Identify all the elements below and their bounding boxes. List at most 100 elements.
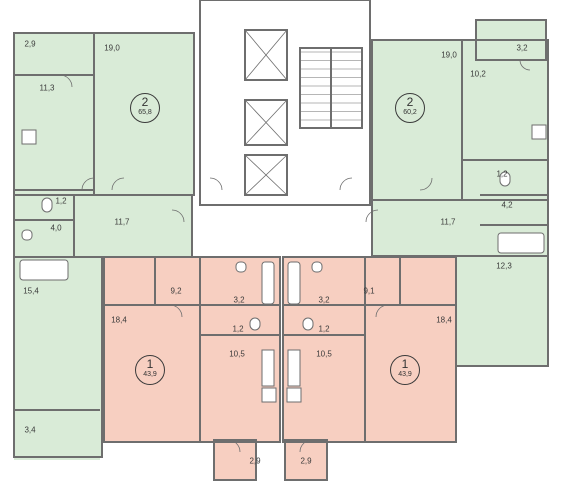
room-area-label: 9,2 (170, 286, 182, 296)
room-area-label: 4,2 (501, 200, 513, 210)
apartment-badge-left-1: 1 43,9 (135, 355, 165, 385)
stove (21, 129, 37, 145)
room-fill (14, 195, 192, 257)
room-count: 1 (401, 357, 409, 371)
apartment-badge-right-1: 1 43,9 (390, 355, 420, 385)
room-fill (14, 33, 194, 195)
room-fill (472, 40, 548, 200)
walls (13, 0, 549, 481)
door-arc (169, 304, 183, 318)
elevator-cross (244, 154, 288, 196)
total-area: 60,2 (403, 109, 417, 116)
bathtub (19, 259, 69, 281)
door-arc (171, 209, 185, 223)
door-arc (81, 177, 95, 191)
wall-outline (213, 439, 257, 481)
apartment-badge-left-2: 2 65,8 (130, 93, 160, 123)
stove (531, 124, 547, 140)
room-fill (14, 410, 100, 460)
door-arc (111, 177, 125, 191)
room-area-label: 15,4 (23, 286, 39, 296)
room-area-label: 3,2 (516, 43, 528, 53)
apartment-left-1-fill (104, 257, 280, 480)
apartment-left-2-fill (14, 33, 194, 460)
door-arc (227, 439, 241, 453)
elevator-shaft (244, 29, 288, 81)
room-area-label: 19,0 (104, 43, 120, 53)
bathtub (287, 261, 301, 305)
room-count: 1 (146, 357, 154, 371)
core-outline (199, 0, 371, 206)
wall-outline (282, 256, 457, 443)
room-area-label: 10,5 (229, 349, 245, 359)
room-area-label: 2,9 (300, 456, 312, 466)
room-area-label: 9,1 (363, 286, 375, 296)
wall-outline (13, 256, 103, 458)
apartment-right-1-fill (283, 257, 456, 480)
total-area: 65,8 (138, 109, 152, 116)
elevator-shaft (244, 99, 288, 146)
stove (286, 387, 302, 403)
toilet (249, 317, 261, 331)
room-count: 2 (406, 95, 414, 109)
room-area-label: 1,2 (496, 169, 508, 179)
room-area-label: 2,9 (249, 456, 261, 466)
elevator-shaft (244, 154, 288, 196)
room-area-label: 3,2 (318, 295, 330, 305)
room-area-label: 10,5 (316, 349, 332, 359)
room-area-label: 11,7 (440, 217, 456, 227)
sink (311, 261, 323, 273)
room-area-label: 1,2 (232, 324, 244, 334)
apartment-right-2-fill (372, 20, 548, 366)
door-arc (419, 177, 433, 191)
bathtub (497, 232, 545, 254)
door-arc (209, 177, 223, 191)
stove (261, 387, 277, 403)
stair-treads (300, 51, 362, 121)
room-area-label: 19,0 (441, 50, 457, 60)
room-area-label: 11,7 (114, 217, 130, 227)
room-count: 2 (141, 95, 149, 109)
room-area-label: 10,2 (470, 69, 486, 79)
apartment-badge-right-2: 2 60,2 (395, 93, 425, 123)
door-arc (519, 59, 531, 71)
doors (59, 59, 531, 453)
room-fill (456, 256, 548, 366)
room-area-label: 1,2 (55, 196, 67, 206)
elevator-cross (244, 29, 288, 81)
room-area-label: 3,4 (24, 425, 36, 435)
room-area-label: 1,2 (318, 324, 330, 334)
door-arc (365, 209, 379, 223)
room-area-label: 12,3 (496, 261, 512, 271)
room-fill (283, 257, 456, 442)
door-arc (339, 177, 353, 191)
wall-outline (284, 439, 328, 481)
toilet (41, 197, 53, 213)
room-area-label: 18,4 (436, 315, 452, 325)
kitchen-counter (261, 349, 275, 387)
sink (235, 261, 247, 273)
room-area-label: 11,3 (39, 83, 55, 93)
room-fill (285, 440, 327, 480)
room-fill (104, 257, 280, 442)
toilet (499, 171, 511, 187)
door-arc (375, 304, 389, 318)
room-area-label: 2,9 (24, 39, 36, 49)
kitchen-counter (287, 349, 301, 387)
elevator-cross (244, 99, 288, 146)
toilet (302, 317, 314, 331)
door-arc (59, 74, 73, 88)
door-arc (299, 439, 313, 453)
room-area-label: 3,2 (233, 295, 245, 305)
room-area-label: 4,0 (50, 223, 62, 233)
room-fill (214, 440, 256, 480)
elevator-marks (244, 29, 288, 196)
bathtub (261, 261, 275, 305)
wall-outline (475, 19, 547, 61)
sink (21, 229, 33, 241)
total-area: 43,9 (398, 371, 412, 378)
room-area-label: 18,4 (111, 315, 127, 325)
room-fill (372, 40, 472, 200)
